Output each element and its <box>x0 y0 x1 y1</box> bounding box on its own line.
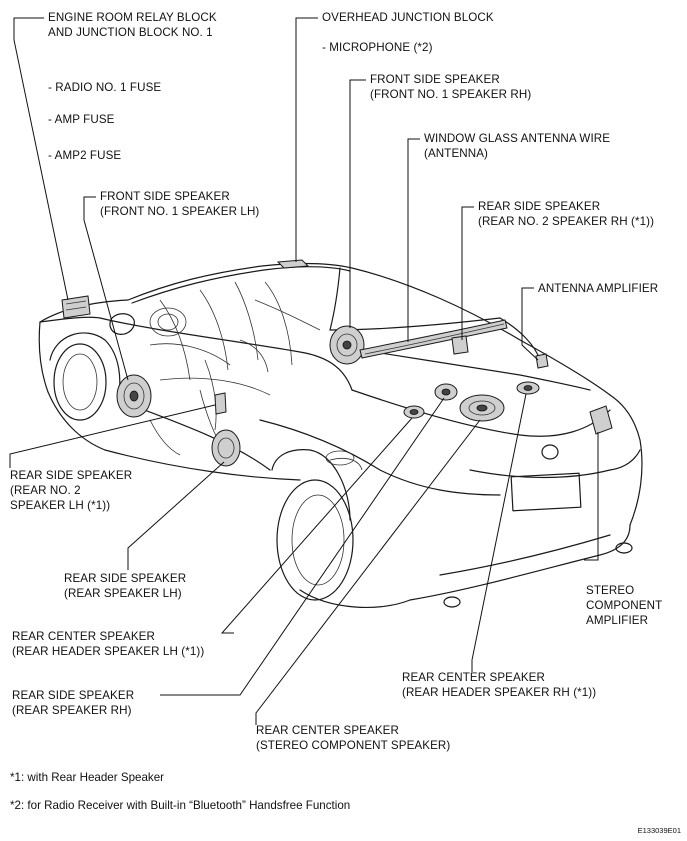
label-rear-no2-rh: REAR SIDE SPEAKER (REAR NO. 2 SPEAKER RH… <box>478 199 654 229</box>
leader-rear-no2-rh <box>461 206 474 340</box>
front-speaker-lh <box>116 374 152 418</box>
label-rear-center-stereo: REAR CENTER SPEAKER (STEREO COMPONENT SP… <box>256 723 450 753</box>
label-rear-no2-rh-line1: REAR SIDE SPEAKER <box>478 200 601 213</box>
label-stereo-amp-line2: COMPONENT <box>586 599 663 612</box>
label-stereo-amp: STEREO COMPONENT AMPLIFIER <box>586 583 662 628</box>
leader-rear-no2-lh <box>9 404 216 468</box>
label-rear-no2-lh: REAR SIDE SPEAKER (REAR NO. 2 SPEAKER LH… <box>10 468 132 513</box>
rear-no2-speaker-lh <box>214 392 227 415</box>
leader-engine-room <box>13 17 69 301</box>
label-rear-center-stereo-line1: REAR CENTER SPEAKER <box>256 724 399 737</box>
overhead-junction-block <box>276 259 310 269</box>
label-antenna-wire-line1: WINDOW GLASS ANTENNA WIRE <box>424 132 611 145</box>
label-rear-no2-rh-line2: (REAR NO. 2 SPEAKER RH (*1)) <box>478 215 655 228</box>
rear-speaker-rh <box>434 383 458 401</box>
label-front-speaker-rh-line1: FRONT SIDE SPEAKER <box>370 73 500 86</box>
label-stereo-amp-line1: STEREO <box>586 584 635 597</box>
label-rear-center-stereo-line2: (STEREO COMPONENT SPEAKER) <box>256 739 451 752</box>
leader-overhead <box>295 17 318 262</box>
label-antenna-wire-line2: (ANTENNA) <box>424 147 489 160</box>
label-amp2-fuse: - AMP2 FUSE <box>48 149 122 162</box>
footnote-2: *2: for Radio Receiver with Built-in “Bl… <box>10 799 351 812</box>
label-amp-fuse: - AMP FUSE <box>48 113 115 126</box>
stereo-component-amplifier <box>589 405 613 435</box>
rear-header-speaker-lh <box>403 405 425 419</box>
antenna-amplifier <box>535 353 549 369</box>
label-engine-room-line1: ENGINE ROOM RELAY BLOCK <box>48 11 217 24</box>
label-rear-no2-lh-line3: SPEAKER LH (*1)) <box>10 499 111 512</box>
label-rear-speaker-lh: REAR SIDE SPEAKER (REAR SPEAKER LH) <box>64 571 186 601</box>
label-rear-speaker-rh-line2: (REAR SPEAKER RH) <box>12 704 132 717</box>
label-engine-room: ENGINE ROOM RELAY BLOCK AND JUNCTION BLO… <box>48 10 217 40</box>
label-rear-center-rh: REAR CENTER SPEAKER (REAR HEADER SPEAKER… <box>402 670 596 700</box>
label-rear-center-lh-line2: (REAR HEADER SPEAKER LH (*1)) <box>12 645 205 658</box>
label-rear-speaker-lh-line2: (REAR SPEAKER LH) <box>64 587 182 600</box>
figure-code: E133039E01 <box>637 826 681 835</box>
label-stereo-amp-line3: AMPLIFIER <box>586 614 649 627</box>
label-front-speaker-rh-line2: (FRONT NO. 1 SPEAKER RH) <box>370 88 532 101</box>
window-antenna-wire <box>359 319 508 359</box>
footnote-1: *1: with Rear Header Speaker <box>10 771 165 784</box>
label-rear-center-lh: REAR CENTER SPEAKER (REAR HEADER SPEAKER… <box>12 629 204 659</box>
label-overhead-jb: OVERHEAD JUNCTION BLOCK <box>322 11 494 24</box>
front-speaker-rh <box>329 325 365 365</box>
label-front-speaker-rh: FRONT SIDE SPEAKER (FRONT NO. 1 SPEAKER … <box>370 72 531 102</box>
label-engine-room-line2: AND JUNCTION BLOCK NO. 1 <box>48 26 213 39</box>
label-rear-speaker-rh: REAR SIDE SPEAKER (REAR SPEAKER RH) <box>12 688 134 718</box>
leader-rear-center-stereo <box>255 419 481 725</box>
label-rear-center-rh-line1: REAR CENTER SPEAKER <box>402 671 545 684</box>
leader-rear-rh <box>160 397 445 696</box>
leader-front-rh <box>349 79 366 328</box>
leader-lines <box>9 17 599 725</box>
leader-rear-center-lh <box>220 417 413 634</box>
rear-speaker-lh <box>211 429 241 467</box>
label-microphone: - MICROPHONE (*2) <box>322 41 433 54</box>
label-rear-speaker-rh-line1: REAR SIDE SPEAKER <box>12 689 135 702</box>
label-rear-center-lh-line1: REAR CENTER SPEAKER <box>12 630 155 643</box>
leader-stereo-amp <box>584 432 599 561</box>
label-front-speaker-lh: FRONT SIDE SPEAKER (FRONT NO. 1 SPEAKER … <box>100 189 259 219</box>
label-antenna-wire: WINDOW GLASS ANTENNA WIRE (ANTENNA) <box>424 131 610 161</box>
label-radio-fuse: - RADIO NO. 1 FUSE <box>48 81 162 94</box>
components <box>61 259 613 467</box>
leader-antenna-amp <box>521 287 539 361</box>
leader-antenna-wire <box>407 138 420 342</box>
label-antenna-amp: ANTENNA AMPLIFIER <box>538 282 659 295</box>
leader-front-lh <box>83 196 129 381</box>
rear-no2-speaker-rh <box>451 335 469 355</box>
car-body <box>38 262 643 608</box>
label-rear-no2-lh-line1: REAR SIDE SPEAKER <box>10 469 133 482</box>
stereo-component-speaker <box>459 394 505 422</box>
label-front-speaker-lh-line1: FRONT SIDE SPEAKER <box>100 190 230 203</box>
label-rear-speaker-lh-line1: REAR SIDE SPEAKER <box>64 572 187 585</box>
leader-rear-lh <box>127 461 225 570</box>
label-rear-center-rh-line2: (REAR HEADER SPEAKER RH (*1)) <box>402 686 597 699</box>
leader-rear-center-rh <box>471 393 527 672</box>
label-rear-no2-lh-line2: (REAR NO. 2 <box>10 484 81 497</box>
rear-header-speaker-rh <box>516 381 540 395</box>
label-front-speaker-lh-line2: (FRONT NO. 1 SPEAKER LH) <box>100 205 260 218</box>
